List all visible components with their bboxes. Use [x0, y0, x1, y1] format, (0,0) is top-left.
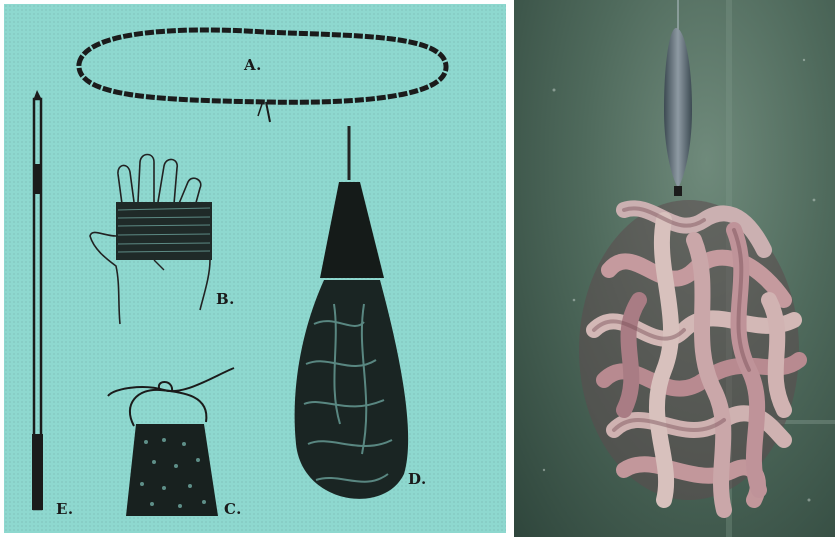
label-b: B. [216, 290, 235, 308]
diagram-drawing [4, 4, 506, 533]
label-a: A. [244, 56, 262, 74]
wool-loop-drawing [79, 30, 446, 122]
hand-wrapped-drawing [90, 155, 212, 325]
photo-panel [514, 0, 835, 537]
label-c: C. [224, 500, 242, 518]
worm-cluster [579, 200, 799, 510]
weight-bundle-drawing [295, 126, 409, 499]
worm-bundle-photo [514, 0, 835, 537]
tied-bundle-drawing [108, 368, 234, 516]
label-e: E. [56, 500, 74, 518]
label-d: D. [408, 470, 427, 488]
pole-drawing [32, 90, 43, 510]
diagram-panel: A. B. D. E. C. [4, 4, 506, 533]
